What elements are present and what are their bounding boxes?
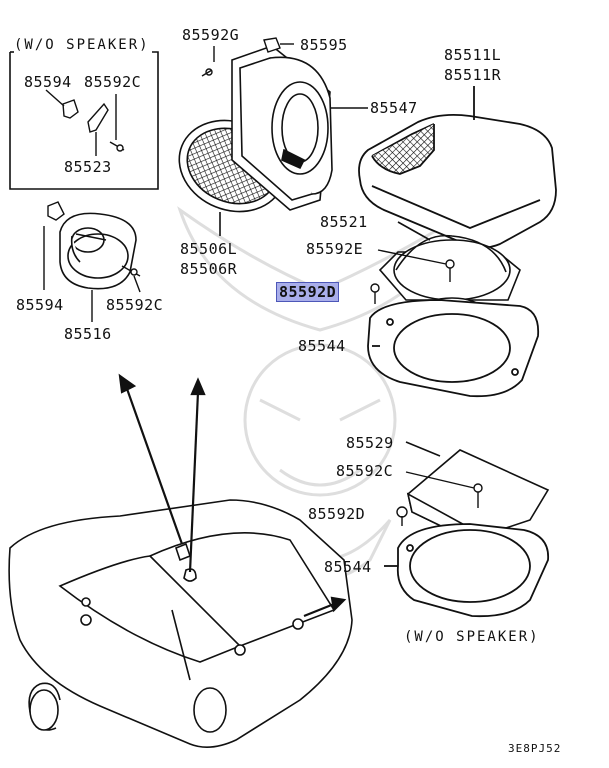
car-arrows: [118, 373, 347, 618]
screw-85592d-bottom: [396, 506, 408, 526]
label-85594: 85594: [16, 296, 64, 314]
label-85592c-inset: 85592C: [84, 73, 142, 91]
speaker-bracket-85547: [231, 45, 368, 211]
label-85592c-left: 85592C: [106, 296, 164, 314]
label-85521: 85521: [320, 213, 368, 231]
inset-box: [9, 51, 159, 190]
bracket-85523: [87, 102, 109, 156]
label-85529: 85529: [346, 434, 394, 452]
screw-85592c-left: [121, 265, 141, 293]
label-85511l: 85511L: [444, 46, 502, 64]
screw-85592e: [377, 249, 455, 282]
screw-85592d-top: [370, 283, 380, 304]
label-85594-inset: 85594: [24, 73, 72, 91]
label-85523: 85523: [64, 158, 112, 176]
label-85592g: 85592G: [182, 26, 240, 44]
screw-85592c-bottom: [405, 471, 483, 508]
label-85506l: 85506L: [180, 240, 238, 258]
label-85592c-bottom: 85592C: [336, 462, 394, 480]
ring-85544-top: [367, 299, 540, 398]
caption-without-speaker-top: (W/O SPEAKER): [14, 37, 150, 53]
label-85544-bottom: 85544: [324, 558, 372, 576]
label-85511r: 85511R: [444, 66, 502, 84]
label-85592e: 85592E: [306, 240, 364, 258]
label-85592d-bottom: 85592D: [308, 505, 366, 523]
label-85595: 85595: [300, 36, 348, 54]
screw-85592g: [201, 46, 215, 77]
clip-85594: [43, 201, 65, 290]
label-85516: 85516: [64, 325, 112, 343]
ring-85544-bottom: [384, 523, 549, 618]
label-85547: 85547: [370, 99, 418, 117]
car-outline: [8, 499, 353, 748]
screw-85592c-inset: [109, 94, 125, 152]
speaker-85516: [59, 212, 137, 290]
label-85506r: 85506R: [180, 260, 238, 278]
label-85544-top: 85544: [298, 337, 346, 355]
diagram-code: 3E8PJ52: [508, 742, 562, 755]
caption-without-speaker-bottom: (W/O SPEAKER): [404, 629, 540, 645]
screw-85595: [263, 37, 294, 53]
clip-85594-inset: [45, 89, 79, 119]
label-85592d-top-highlighted[interactable]: 85592D: [276, 282, 340, 302]
